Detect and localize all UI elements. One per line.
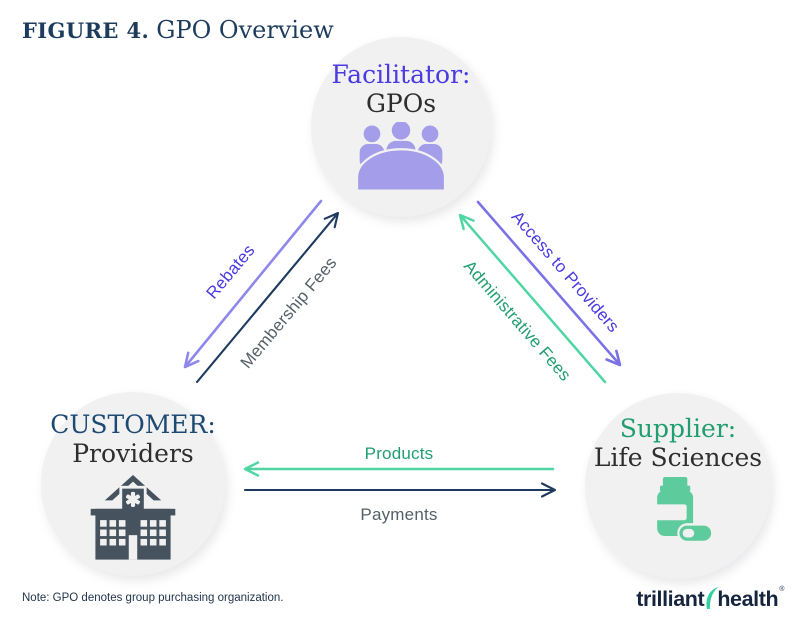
supplier-entity-label: Life Sciences (593, 442, 763, 472)
administrative-fees-arrow (458, 213, 607, 384)
payments-label: Payments (360, 505, 438, 524)
figure-number: FIGURE 4. (22, 18, 150, 43)
facilitator-entity-label: GPOs (365, 88, 437, 118)
products-arrow (243, 461, 555, 477)
membership-fees-arrow (195, 211, 340, 384)
logo-word-right: health (717, 587, 779, 611)
products-label: Products (364, 444, 434, 463)
footnote: Note: GPO denotes group purchasing organ… (22, 592, 284, 604)
node-supplier: Supplier: Life Sciences (585, 393, 771, 579)
figure-name: GPO Overview (156, 16, 334, 44)
logo-trademark: ® (779, 586, 784, 593)
trilliant-health-logo: trilliant health ® (636, 583, 784, 612)
access-to-providers-arrow (476, 200, 622, 367)
hospital-icon (90, 474, 176, 560)
logo-word-left: trilliant (636, 587, 705, 611)
supplier-role-label: Supplier: (619, 414, 737, 443)
customer-role-label: CUSTOMER: (50, 410, 216, 439)
payments-arrow (243, 482, 557, 498)
logo-swoosh-icon (706, 586, 719, 610)
node-customer: CUSTOMER: Providers (41, 392, 225, 576)
customer-entity-label: Providers (72, 438, 194, 468)
pill-bottle-icon (653, 476, 714, 543)
figure-title: FIGURE 4.GPO Overview (22, 16, 334, 44)
rebates-arrow (183, 199, 323, 369)
meeting-people-icon (357, 121, 445, 191)
facilitator-role-label: Facilitator: (331, 60, 471, 89)
node-facilitator: Facilitator: GPOs (311, 37, 491, 217)
